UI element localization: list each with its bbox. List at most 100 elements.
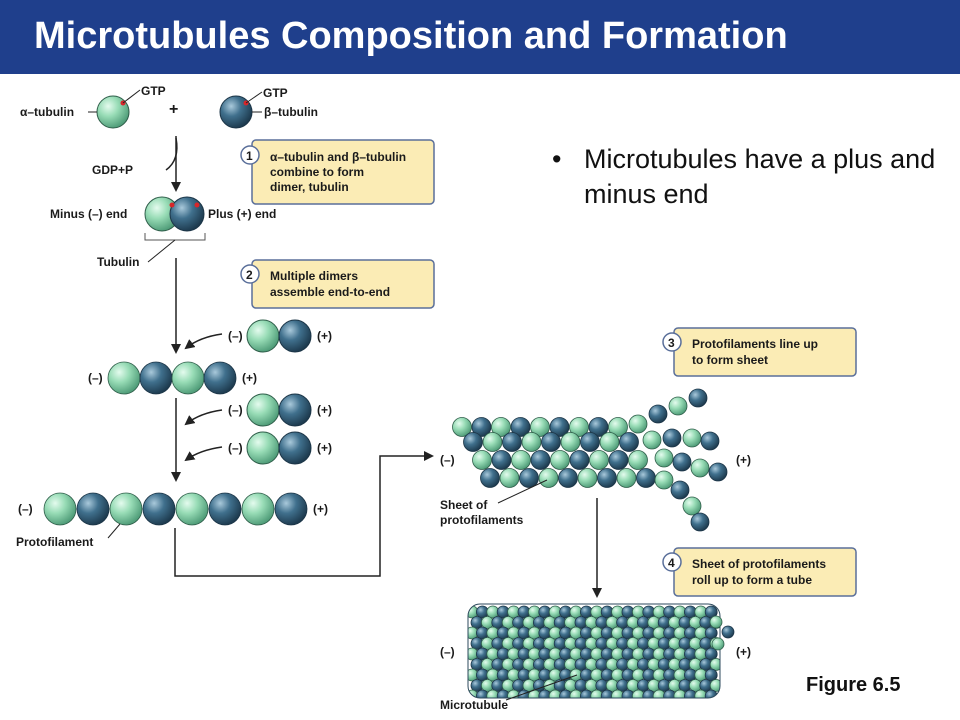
beta-subunit [541, 432, 561, 452]
beta-subunit [619, 432, 639, 452]
chain4-plus: (+) [242, 371, 257, 385]
alpha-subunit [709, 658, 720, 671]
bullet-text: Microtubules have a plus and minus end [584, 144, 936, 209]
step-4-callout: 4 Sheet of protofilaments roll up to for… [662, 547, 857, 597]
beta-subunit [704, 626, 718, 640]
chain-four-subunits [107, 361, 237, 395]
alpha-subunit [550, 450, 570, 470]
dimer2-plus: (+) [317, 403, 332, 417]
beta-subunit [502, 432, 522, 452]
join-arrow-2 [184, 409, 223, 426]
step-3-line-2: to form sheet [692, 353, 768, 367]
title-bar [0, 0, 960, 74]
join-arrow-1 [184, 333, 223, 350]
alpha-subunit [577, 468, 598, 488]
beta-subunit [76, 492, 110, 526]
step-1-number: 1 [246, 149, 253, 163]
beta-subunit [580, 432, 600, 452]
incoming-dimer-2 [246, 393, 312, 427]
step-2-line-2: assemble end-to-end [270, 285, 390, 299]
alpha-subunit [709, 679, 720, 692]
gdp-label: GDP+P [92, 163, 133, 177]
step-3-line-1: Protofilaments line up [692, 337, 818, 351]
alpha-subunit [452, 417, 472, 437]
alpha-subunit [569, 417, 589, 437]
join-arrow-3 [184, 446, 223, 462]
step-3-callout: 3 Protofilaments line up to form sheet [662, 327, 857, 377]
alpha-subunit [599, 432, 620, 452]
chain4-minus: (–) [88, 371, 103, 385]
protofilament-chain [43, 492, 308, 526]
beta-subunit [688, 388, 708, 408]
connector-to-sheet [174, 451, 434, 577]
step-1-line-3: dimer, tubulin [270, 180, 349, 194]
beta-subunit [142, 492, 176, 526]
minus-end-label: Minus (–) end [50, 207, 127, 221]
gtp-beta-label: GTP [263, 86, 288, 100]
sheet-label-line-1: Sheet of [440, 498, 488, 512]
protofilament-minus: (–) [18, 502, 33, 516]
beta-subunit [569, 450, 590, 470]
beta-subunit [608, 450, 629, 470]
alpha-subunit [241, 492, 275, 526]
protofilament-sheet [452, 388, 728, 532]
beta-subunit [636, 468, 656, 488]
beta-subunit [208, 492, 242, 526]
bullet-dot: • [552, 144, 562, 174]
beta-subunit [471, 417, 492, 437]
sheet-plus: (+) [736, 453, 751, 467]
alpha-subunit [499, 468, 520, 488]
tubulin-dimer [144, 196, 205, 232]
alpha-subunit [608, 417, 628, 437]
microtubule-label: Microtubule [440, 698, 508, 712]
tubulin-label: Tubulin [97, 255, 139, 269]
step-2-callout: 2 Multiple dimers assemble end-to-end [240, 259, 435, 309]
beta-subunit [519, 468, 539, 488]
beta-subunit [708, 462, 728, 482]
alpha-subunit [654, 470, 674, 490]
alpha-subunit [642, 430, 662, 450]
sheet-label-line-2: protofilaments [440, 513, 524, 527]
beta-subunit [549, 417, 570, 437]
beta-subunit [530, 450, 551, 470]
step-2-number: 2 [246, 268, 253, 282]
gtp-alpha-label: GTP [141, 84, 166, 98]
microtubule-tube [467, 603, 735, 699]
beta-subunit [139, 361, 173, 395]
figure-label: Figure 6.5 [806, 674, 901, 696]
beta-subunit [463, 432, 483, 452]
beta-subunit [510, 417, 531, 437]
slide-title: Microtubules Composition and Formation [34, 15, 788, 57]
beta-subunit [690, 512, 710, 532]
plus-end-label: Plus (+) end [208, 207, 276, 221]
alpha-subunit [175, 492, 209, 526]
beta-tubulin-monomer [219, 95, 253, 129]
alpha-subunit [628, 450, 648, 470]
alpha-subunit [682, 496, 702, 516]
tube-plus: (+) [736, 645, 751, 659]
alpha-subunit [171, 361, 205, 395]
dimer3-minus: (–) [228, 441, 243, 455]
beta-subunit [274, 492, 308, 526]
plus-sign: + [169, 101, 178, 118]
beta-subunit [588, 417, 609, 437]
dimer3-plus: (+) [317, 441, 332, 455]
beta-subunit [721, 625, 735, 639]
beta-subunit [648, 404, 668, 424]
beta-subunit [558, 468, 578, 488]
incoming-dimer-1 [246, 319, 312, 353]
beta-subunit [662, 428, 682, 448]
alpha-subunit [530, 417, 550, 437]
beta-subunit [480, 468, 500, 488]
alpha-subunit [107, 361, 141, 395]
alpha-subunit [511, 450, 531, 470]
tube-minus: (–) [440, 645, 455, 659]
beta-subunit [672, 452, 692, 472]
alpha-subunit [690, 458, 710, 478]
step-2-line-1: Multiple dimers [270, 269, 358, 283]
step-4-line-1: Sheet of protofilaments [692, 557, 826, 571]
beta-subunit [704, 668, 718, 682]
alpha-subunit [491, 417, 511, 437]
alpha-subunit [628, 414, 648, 434]
alpha-subunit [482, 432, 503, 452]
